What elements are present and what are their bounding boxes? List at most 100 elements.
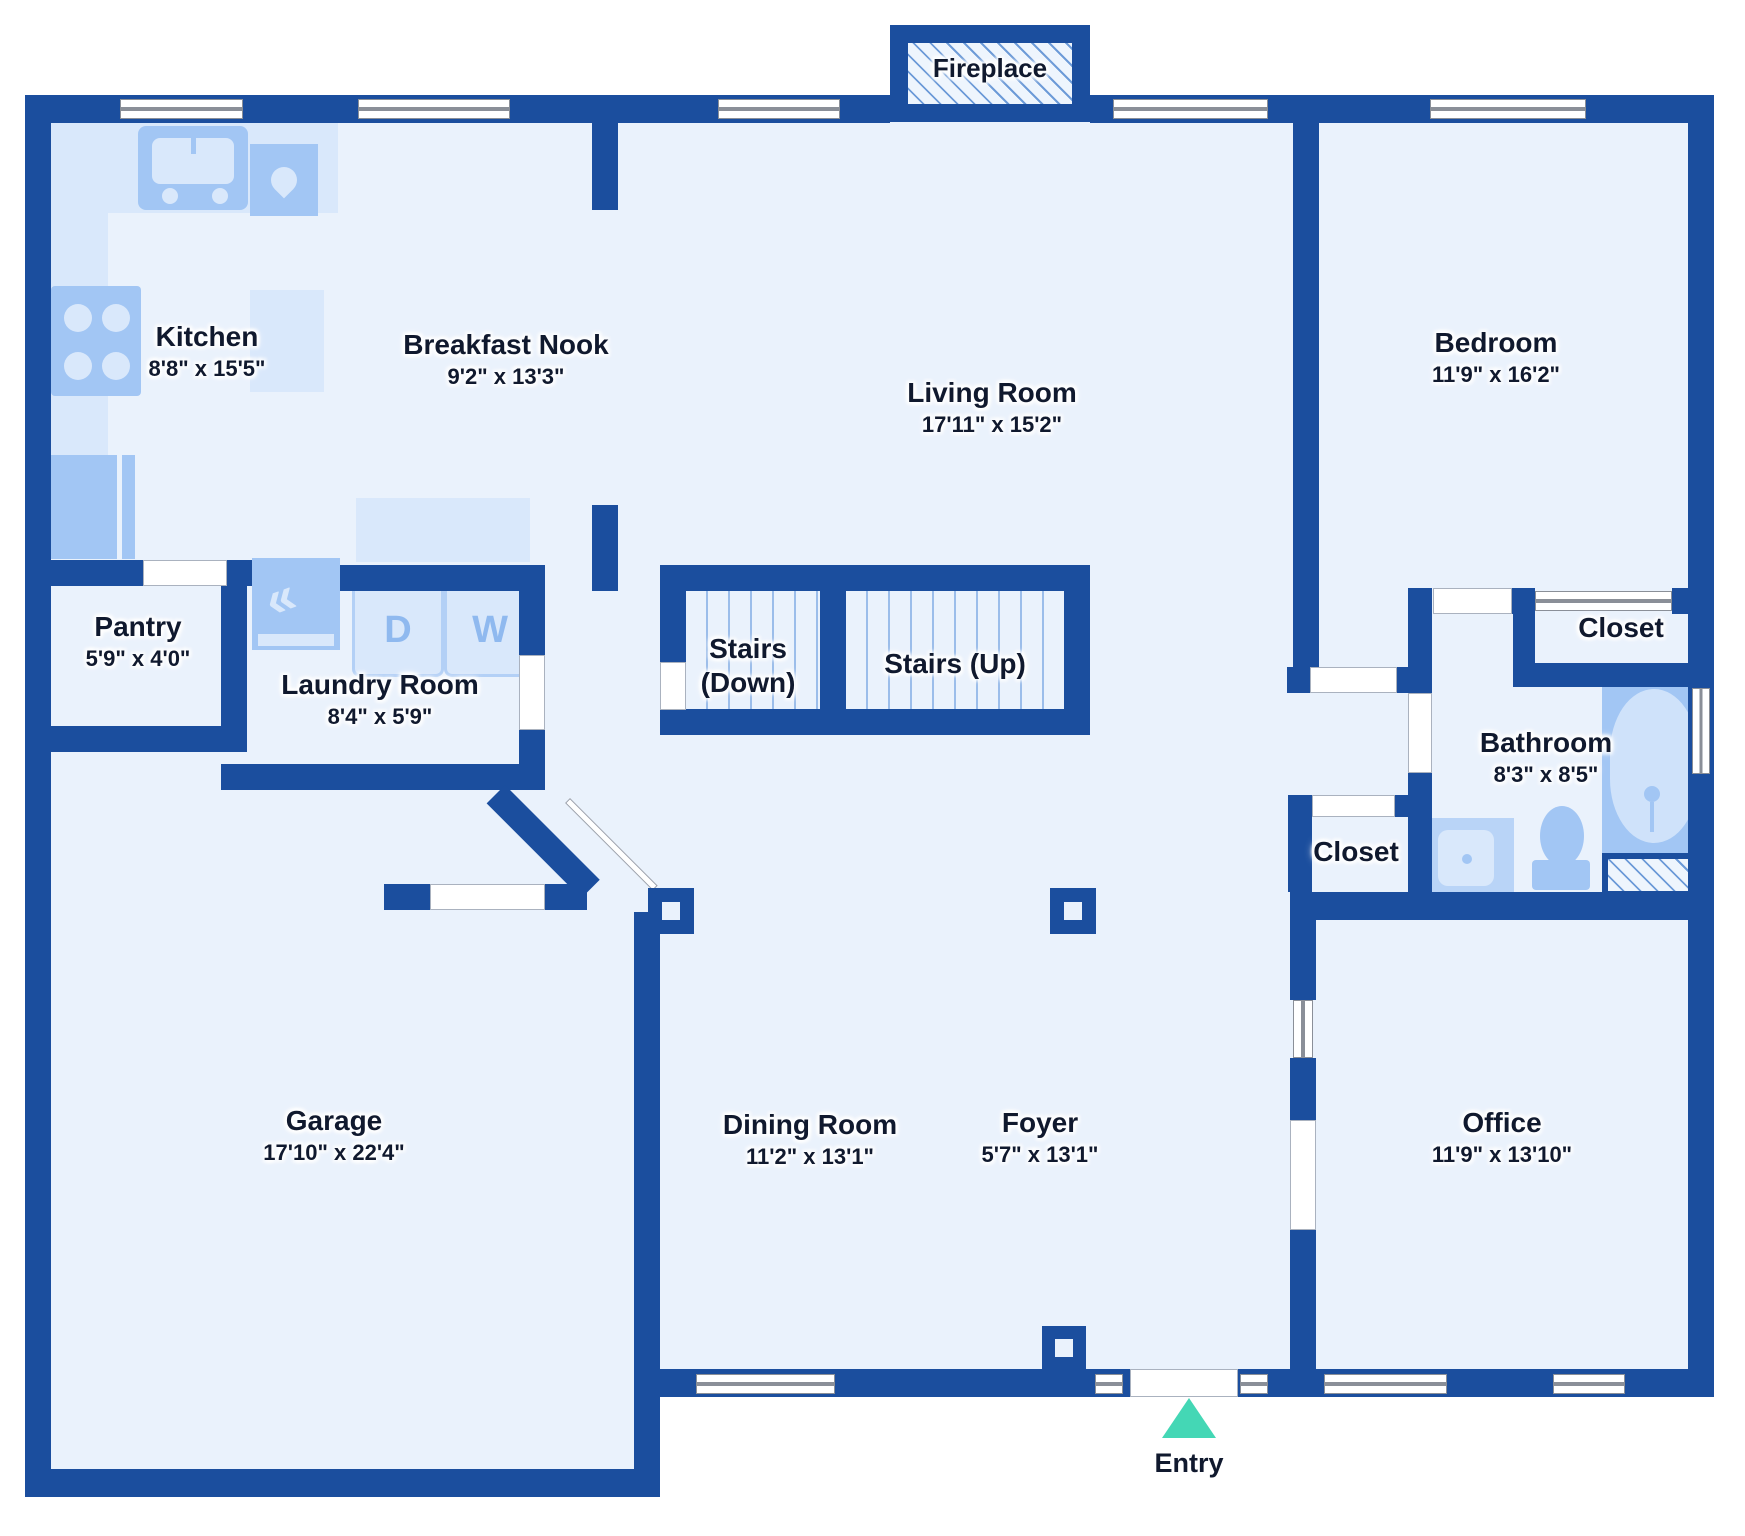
hall-door-opening xyxy=(1433,588,1512,614)
wall-garage-right xyxy=(634,912,660,1497)
wall-garage-door-b xyxy=(545,884,587,910)
window-entry-right xyxy=(1240,1374,1268,1394)
window-office-left xyxy=(1324,1374,1447,1394)
garage-door-opening xyxy=(430,884,545,910)
wall-laundry-east-b xyxy=(519,730,545,790)
wall-garage-door-a xyxy=(384,884,430,910)
window-living-left xyxy=(718,99,840,119)
fireplace-label: Fireplace xyxy=(932,53,1048,83)
wall-foyer-office-a xyxy=(1290,920,1316,1000)
stove-burner-1 xyxy=(64,304,92,332)
wall-small-closet-west xyxy=(1288,795,1312,892)
stairs-down-treads xyxy=(686,591,820,709)
column-garage-entry xyxy=(648,888,694,934)
wall-closet-bottom xyxy=(1513,663,1714,687)
window-kitchen xyxy=(120,99,243,119)
wall-oven-strip xyxy=(258,634,334,646)
window-bedroom xyxy=(1430,99,1586,119)
wall-left xyxy=(25,95,51,1497)
wall-closet-west xyxy=(1513,588,1535,663)
wall-foyer-office-c xyxy=(1290,1230,1316,1397)
wall-stub-nook-top xyxy=(592,122,618,210)
dryer-label: D xyxy=(384,608,412,651)
wall-bathroom-south xyxy=(1290,892,1714,920)
wall-laundry-east-a xyxy=(519,565,545,655)
stove xyxy=(51,286,141,396)
stairs-up-treads xyxy=(846,591,1064,709)
window-dining xyxy=(696,1374,835,1394)
wall-laundry-top xyxy=(340,565,545,591)
dryer-unit: D xyxy=(352,583,444,677)
wall-bedroom-west xyxy=(1293,122,1319,667)
room-label-stairs-down: Stairs(Down) xyxy=(700,633,796,698)
small-closet-door-opening xyxy=(1312,795,1395,817)
wall-pantry-east xyxy=(221,560,247,752)
column-foyer xyxy=(1050,888,1096,934)
wall-pantry-top-a xyxy=(25,560,143,586)
kitchen-sink-faucet-left xyxy=(162,188,178,204)
wall-hall-east-b xyxy=(1408,773,1432,892)
kitchen-island xyxy=(250,290,324,392)
bathtub xyxy=(1610,689,1698,843)
bathtub-drain xyxy=(1644,786,1660,802)
wall-stairs-top xyxy=(660,565,1090,591)
wall-laundry-bottom xyxy=(221,764,521,790)
bedroom-door-opening xyxy=(1310,667,1397,693)
wall-garage-bottom xyxy=(25,1469,660,1497)
stove-burner-2 xyxy=(102,304,130,332)
wall-pantry-bottom xyxy=(25,726,247,752)
window-entry-left xyxy=(1095,1374,1123,1394)
toilet-tank xyxy=(1532,860,1590,890)
entry-door-opening xyxy=(1130,1369,1238,1397)
window-office-right xyxy=(1553,1374,1625,1394)
laundry-door-opening xyxy=(519,655,545,730)
column-center xyxy=(662,902,680,920)
wall-hall-east-a xyxy=(1408,588,1432,693)
room-label-closet-hall: Closet xyxy=(1313,836,1399,867)
kitchen-sink-divider xyxy=(191,138,196,154)
kitchen-sink-faucet-right xyxy=(212,188,228,204)
wall-foyer-office-b xyxy=(1290,1058,1316,1120)
room-label-closet-bedroom: Closet xyxy=(1578,612,1664,643)
stairs-door-opening xyxy=(660,662,686,710)
wall-stub-nook-bottom xyxy=(592,505,618,591)
wall-stairs-right xyxy=(1064,565,1090,735)
kitchen-south-counter xyxy=(356,498,530,562)
column-center xyxy=(1055,1339,1073,1357)
window-living-right xyxy=(1113,99,1268,119)
bathroom-sink-drain xyxy=(1462,854,1472,864)
stove-burner-3 xyxy=(64,352,92,380)
wall-bedroom-south-b xyxy=(1672,588,1714,614)
room-label-stairs-up: Stairs (Up) xyxy=(884,648,1026,679)
column-center xyxy=(1064,902,1082,920)
wall-stairs-divider xyxy=(820,565,846,735)
window-breakfast-nook xyxy=(358,99,510,119)
window-bathroom xyxy=(1692,688,1710,774)
column-entry xyxy=(1042,1326,1086,1370)
refrigerator-door xyxy=(122,455,135,559)
stove-burner-4 xyxy=(102,352,130,380)
wall-small-closet-top-b xyxy=(1395,795,1422,817)
toilet-bowl xyxy=(1540,806,1584,866)
wall-stairs-bottom xyxy=(660,709,1090,735)
bathtub-drain-stem xyxy=(1650,802,1654,832)
entry-label: Entry xyxy=(1154,1448,1224,1478)
office-door-opening xyxy=(1290,1120,1316,1230)
washer-label: W xyxy=(472,608,508,651)
pantry-door-opening xyxy=(143,560,227,586)
closet-slider-door xyxy=(1535,591,1672,611)
fireplace xyxy=(890,25,1090,122)
window-foyer-office xyxy=(1293,1000,1313,1058)
wall-hall-top-a xyxy=(1287,667,1310,693)
